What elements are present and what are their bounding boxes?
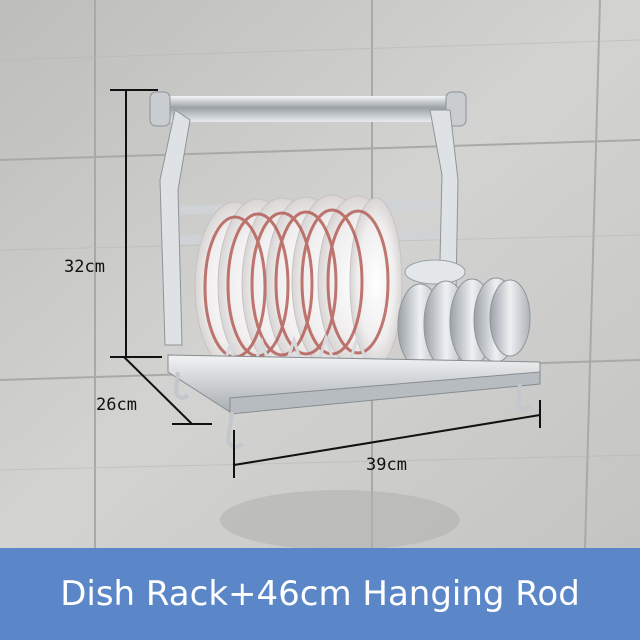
depth-dimension-label: 26cm [96, 395, 137, 415]
dimension-lines [110, 89, 541, 478]
caption-banner: Dish Rack+46cm Hanging Rod [0, 548, 640, 640]
plates [194, 194, 403, 373]
dish-rack-illustration [0, 0, 640, 548]
product-photo: 32cm 26cm 39cm [0, 0, 640, 548]
frame-left [159, 109, 191, 346]
hanging-rod [150, 96, 465, 122]
rod-end-left [149, 91, 171, 127]
hooks [173, 371, 532, 450]
reflection [220, 490, 460, 548]
tray-front [229, 371, 541, 415]
bowls [397, 259, 531, 369]
height-dimension-label: 32cm [64, 257, 105, 277]
width-dimension-label: 39cm [366, 455, 407, 475]
caption-text: Dish Rack+46cm Hanging Rod [60, 574, 580, 614]
